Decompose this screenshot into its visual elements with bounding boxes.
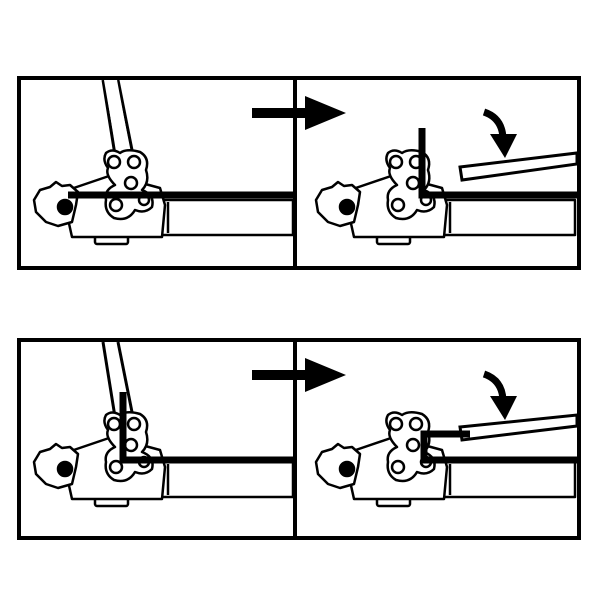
lever-bar-l: [119, 392, 293, 464]
lever-bar-hook: [420, 430, 577, 464]
handle-upright: [101, 341, 135, 418]
handle-upright: [101, 79, 135, 156]
handle-lowered: [458, 151, 579, 182]
step-row-1: [17, 76, 581, 270]
panel-2-1: [17, 338, 297, 540]
panel-1-2: [293, 76, 581, 270]
panel-2-2: [293, 338, 581, 540]
lever-bar-l: [418, 128, 577, 199]
panel-1-1: [17, 76, 297, 270]
step-row-2: [17, 338, 581, 540]
